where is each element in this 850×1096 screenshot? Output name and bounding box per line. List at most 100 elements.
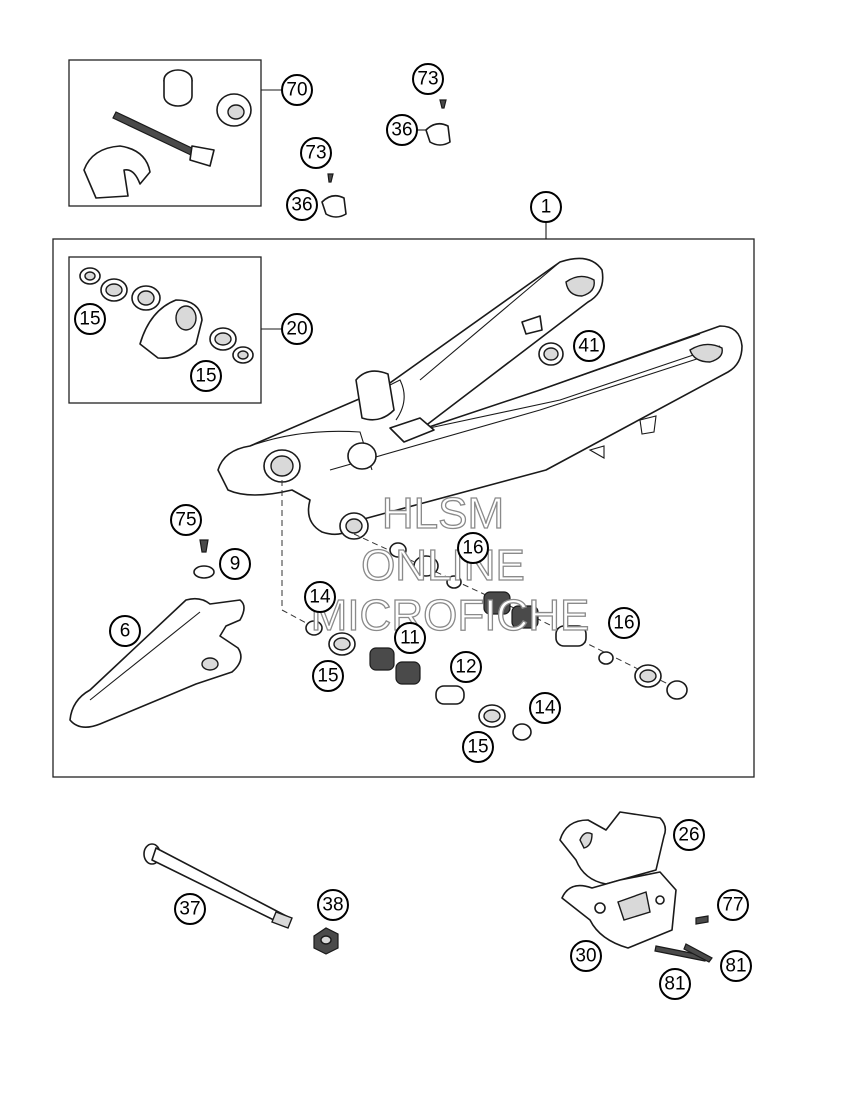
axle-37-part — [143, 843, 293, 929]
callout-38: 38 — [317, 889, 349, 921]
screw-75-washer-9 — [193, 539, 215, 579]
callout-30: 30 — [570, 940, 602, 972]
watermark: HLSM ONLINE MICROFICHE — [310, 488, 590, 640]
callout-73-lower: 73 — [300, 137, 332, 169]
callout-label: 41 — [578, 336, 599, 357]
callout-label: 70 — [286, 80, 307, 101]
callout-26: 26 — [673, 819, 705, 851]
callout-label: 15 — [195, 366, 216, 387]
callout-label: 30 — [575, 946, 596, 967]
callout-15-kit-lower: 15 — [190, 360, 222, 392]
callout-label: 15 — [317, 666, 338, 687]
callout-label: 16 — [613, 613, 634, 634]
bearing-kit-20-group — [68, 256, 281, 404]
callout-70: 70 — [281, 74, 313, 106]
callout-label: 38 — [322, 895, 343, 916]
chain-slider-piece — [83, 145, 151, 199]
callout-circle — [717, 889, 749, 921]
callout-15-left: 15 — [312, 660, 344, 692]
bolt-part — [112, 111, 215, 167]
callout-circle — [286, 189, 318, 221]
callout-36-upper: 36 — [386, 114, 418, 146]
callout-circle — [174, 893, 206, 925]
callout-label: 15 — [79, 309, 100, 330]
callout-label: 14 — [534, 698, 556, 719]
callout-label: 20 — [286, 319, 307, 340]
kit-70-group — [68, 59, 281, 207]
callout-circle — [74, 303, 106, 335]
callout-81-right: 81 — [720, 950, 752, 982]
callout-9: 9 — [219, 548, 251, 580]
bearing-stack-right — [389, 542, 688, 700]
watermark-line-2: ONLINE — [361, 541, 525, 590]
swingarm-frame — [52, 238, 755, 778]
callout-circle — [281, 74, 313, 106]
callout-circle — [608, 607, 640, 639]
nut-38-part — [313, 927, 339, 955]
callout-label: 1 — [541, 197, 552, 218]
watermark-line-1: HLSM — [382, 489, 504, 538]
callout-label: 75 — [175, 510, 196, 531]
callout-14-upper: 14 — [304, 581, 336, 613]
chain-guide-6-part — [69, 597, 245, 728]
callout-label: 14 — [309, 587, 331, 608]
callout-circle — [304, 581, 336, 613]
callout-6: 6 — [109, 615, 141, 647]
callout-label: 36 — [291, 195, 312, 216]
callout-label: 37 — [179, 899, 200, 920]
collar-part — [216, 93, 252, 127]
callout-circle — [659, 968, 691, 1000]
callout-77: 77 — [717, 889, 749, 921]
callout-73-upper: 73 — [412, 63, 444, 95]
callout-circle — [529, 692, 561, 724]
callout-circle — [570, 940, 602, 972]
bolts-77-81 — [654, 915, 713, 963]
callout-label: 9 — [230, 554, 241, 575]
callout-label: 6 — [120, 621, 131, 642]
callout-circle — [300, 137, 332, 169]
callout-14-lower: 14 — [529, 692, 561, 724]
callout-11: 11 — [394, 622, 426, 654]
callout-circle — [312, 660, 344, 692]
chain-guide-30-part — [561, 871, 677, 949]
callout-circle — [450, 651, 482, 683]
callout-circle — [281, 313, 313, 345]
callout-circle — [720, 950, 752, 982]
clip-assembly-lower — [321, 173, 347, 218]
callout-label: 11 — [400, 628, 420, 649]
callout-81-bottom: 81 — [659, 968, 691, 1000]
callout-circle — [530, 191, 562, 223]
watermark-line-3: MICROFICHE — [311, 591, 590, 640]
callout-75: 75 — [170, 504, 202, 536]
callout-41: 41 — [573, 330, 605, 362]
callout-16-upper: 16 — [457, 532, 489, 564]
callout-label: 73 — [417, 69, 438, 90]
callout-circle — [673, 819, 705, 851]
callout-circle — [462, 731, 494, 763]
callout-12: 12 — [450, 651, 482, 683]
callout-36-lower: 36 — [286, 189, 318, 221]
chain-guide-26-part — [559, 811, 667, 885]
callout-37: 37 — [174, 893, 206, 925]
bushing-part — [163, 69, 193, 107]
callout-label: 12 — [455, 657, 476, 678]
callout-circle — [394, 622, 426, 654]
callout-label: 16 — [462, 538, 483, 559]
callout-circle — [219, 548, 251, 580]
callout-label: 26 — [678, 825, 699, 846]
callout-15-bottom: 15 — [462, 731, 494, 763]
kit-20-frame — [68, 256, 262, 404]
callout-16-lower: 16 — [608, 607, 640, 639]
callout-label: 81 — [664, 974, 685, 995]
callout-circle — [190, 360, 222, 392]
callout-circle — [457, 532, 489, 564]
callout-circle — [573, 330, 605, 362]
bearing-stack-left — [305, 620, 532, 741]
callout-label: 77 — [722, 895, 743, 916]
callout-label: 73 — [305, 143, 326, 164]
callout-circle — [386, 114, 418, 146]
callout-label: 81 — [725, 956, 746, 977]
callout-15-kit-upper: 15 — [74, 303, 106, 335]
callout-circle — [170, 504, 202, 536]
